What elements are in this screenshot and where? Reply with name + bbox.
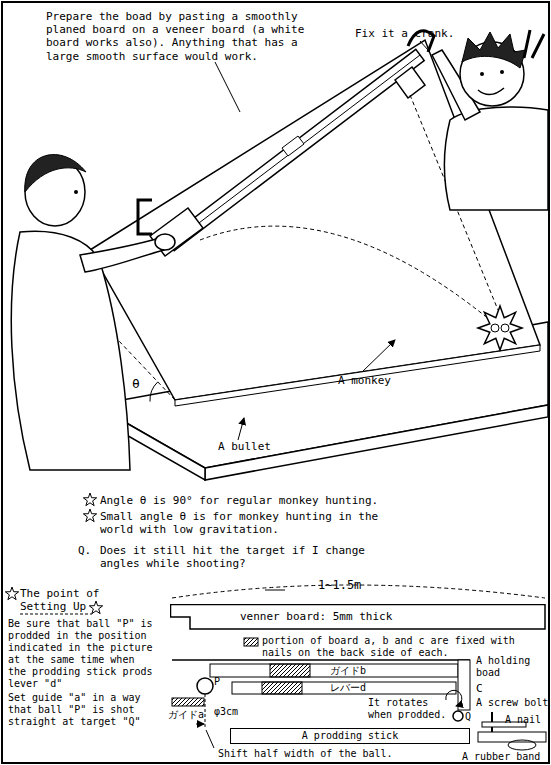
guide-a bbox=[172, 698, 204, 706]
label-text: A bullet bbox=[218, 440, 271, 453]
label-text: It rotates when prodded. bbox=[368, 697, 448, 721]
angle-arc bbox=[150, 382, 158, 402]
v-sign bbox=[524, 30, 544, 58]
right-boy-hair bbox=[462, 32, 526, 68]
underline bbox=[20, 614, 92, 615]
target-mark bbox=[501, 324, 509, 332]
label-text: ガイドb bbox=[330, 665, 366, 677]
left-boy-body bbox=[11, 231, 130, 470]
label-text: 1~1.5m bbox=[318, 578, 361, 592]
label-text: Fix it a crank. bbox=[355, 27, 454, 40]
label-text: P bbox=[214, 676, 220, 688]
label-text: ガイドa bbox=[168, 709, 204, 721]
divider bbox=[265, 590, 285, 591]
label-text: Does it still hit the target if I change… bbox=[100, 544, 380, 570]
guide-b bbox=[210, 664, 458, 677]
label-text: θ bbox=[132, 376, 140, 392]
inclined-board bbox=[90, 40, 540, 400]
label-text: A monkey bbox=[338, 374, 391, 387]
board-box: venner board: 5mm thick bbox=[170, 604, 546, 630]
label-text: Prepare the boad by pasting a smoothly p… bbox=[46, 10, 326, 63]
ball-p bbox=[197, 678, 213, 694]
label-text: Q. bbox=[78, 544, 91, 557]
left-boy-hair bbox=[25, 155, 86, 192]
left-boy-hand bbox=[155, 234, 175, 250]
rail-block bbox=[282, 136, 304, 156]
label-text: Small angle θ is for monkey hunting in t… bbox=[100, 510, 390, 536]
left-boy-arm bbox=[80, 238, 164, 272]
right-boy-eye bbox=[480, 72, 484, 76]
inset-band bbox=[508, 740, 536, 750]
inset-base bbox=[478, 732, 546, 742]
trajectory bbox=[200, 226, 490, 320]
label-text: レバーd bbox=[330, 682, 366, 694]
holding-board-c bbox=[458, 660, 470, 710]
target-burst bbox=[478, 306, 522, 350]
leader-arrow bbox=[238, 418, 244, 440]
leader-line bbox=[420, 41, 428, 50]
label-text: φ3cm bbox=[214, 706, 238, 718]
legend-hatch bbox=[244, 638, 258, 646]
label-text: Be sure that ball "P" is prodded in the … bbox=[8, 618, 158, 690]
shift-arrow bbox=[196, 724, 204, 725]
lever-d bbox=[232, 682, 456, 694]
monkey-holder bbox=[395, 67, 425, 98]
rotation-arrow bbox=[446, 690, 462, 706]
target-mark bbox=[491, 324, 499, 332]
label-text: Shift half width of the ball. bbox=[218, 748, 393, 760]
legend-text: portion of board a, b and c are fixed wi… bbox=[262, 635, 547, 658]
label-text: A rubber band bbox=[462, 751, 540, 763]
label-text: Set guide "a" in a way that ball "P" is … bbox=[8, 692, 158, 728]
label-text: Q bbox=[465, 711, 471, 723]
target-q bbox=[453, 711, 463, 721]
label-text: Angle θ is 90° for regular monkey huntin… bbox=[100, 494, 378, 507]
board-shape bbox=[171, 605, 546, 630]
star-bullet bbox=[83, 509, 96, 522]
leader-line bbox=[206, 730, 214, 748]
right-boy-smile bbox=[478, 88, 504, 95]
label-text: A nail bbox=[505, 714, 541, 726]
board-outline bbox=[172, 659, 470, 661]
label-text: The point of Setting Up bbox=[20, 587, 120, 613]
right-boy-eye bbox=[500, 70, 504, 74]
label-text: A screw bolt bbox=[476, 697, 551, 709]
clamp bbox=[138, 200, 152, 234]
node-text: venner board: 5mm thick bbox=[240, 610, 392, 623]
fixed-portion bbox=[262, 682, 302, 694]
star-bullet bbox=[83, 493, 96, 506]
leader-line bbox=[215, 62, 240, 112]
star-mark bbox=[89, 601, 102, 614]
right-boy-body bbox=[444, 107, 548, 210]
base-front bbox=[205, 405, 548, 480]
star-mark bbox=[5, 587, 18, 600]
rail-line bbox=[170, 55, 420, 245]
fixed-portion bbox=[270, 664, 310, 677]
board-edge bbox=[175, 345, 540, 406]
leader-arrow bbox=[362, 340, 395, 372]
node-text: A prodding stick bbox=[231, 730, 469, 742]
angle-line bbox=[118, 340, 175, 400]
center-line bbox=[205, 694, 206, 728]
label-text: C bbox=[476, 682, 483, 695]
label-text: A holding boad bbox=[476, 655, 548, 679]
stick-box: A prodding stick bbox=[230, 728, 470, 744]
left-boy-eye bbox=[74, 190, 78, 194]
rail bbox=[166, 49, 424, 250]
